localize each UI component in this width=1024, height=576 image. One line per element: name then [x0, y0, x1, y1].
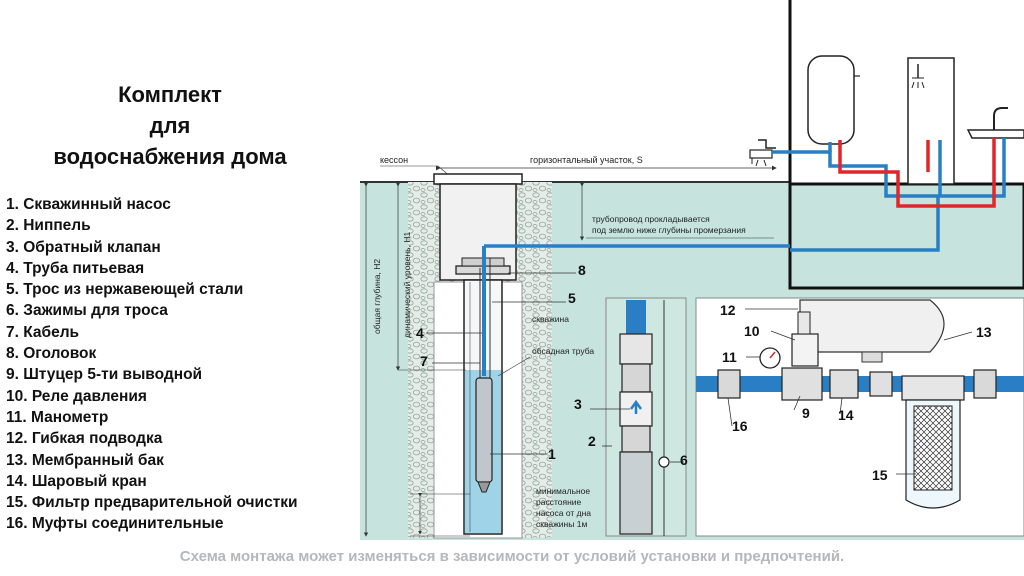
callout-7: 7 — [420, 353, 428, 369]
pipeline-note: трубопровод прокладывается под землю ниж… — [579, 182, 774, 241]
legend-item: 4. Труба питьевая — [6, 259, 145, 277]
callout-13: 13 — [976, 324, 992, 340]
legend-item: 2. Ниппель — [6, 217, 91, 235]
callout-8: 8 — [578, 262, 586, 278]
legend-item: 14. Шаровый кран — [6, 472, 147, 490]
callout-4: 4 — [416, 325, 424, 341]
callout-5: 5 — [568, 290, 576, 306]
horizontal-section-label: горизонтальный участок, S — [530, 155, 643, 165]
pump-assembly-detail — [619, 300, 670, 536]
page-title-line2: для — [149, 113, 191, 138]
page-title-line3: водоснабжения дома — [53, 144, 287, 169]
callout-9: 9 — [802, 405, 810, 421]
sink — [966, 129, 1024, 139]
min-distance-line3: насоса от дна — [536, 508, 591, 518]
legend-item: 15. Фильтр предварительной очистки — [6, 494, 298, 512]
legend-item: 16. Муфты соединительные — [6, 515, 224, 533]
callout-2: 2 — [588, 433, 596, 449]
min-distance-line1: минимальное — [536, 486, 590, 496]
membrane-tank-detail — [799, 299, 945, 353]
depth-dimensions: общая глубина, H2 динамический уровень, … — [363, 182, 470, 537]
callout-leaders — [426, 272, 973, 475]
legend-item: 13. Мембранный бак — [6, 451, 164, 469]
footer-note: Схема монтажа может изменяться в зависим… — [179, 548, 845, 565]
legend-item: 5. Трос из нержавеющей стали — [6, 281, 244, 299]
callout-15: 15 — [872, 467, 888, 483]
garden-tap — [758, 139, 776, 149]
submersible-pump — [475, 377, 493, 493]
fittings-detail — [696, 299, 1024, 509]
callout-3: 3 — [574, 396, 582, 412]
well-label: скважина — [532, 314, 569, 324]
callout-14: 14 — [838, 407, 854, 423]
legend-item: 7. Кабель — [6, 323, 80, 341]
callout-10: 10 — [744, 323, 760, 339]
horizontal-section-dim: горизонтальный участок, S кессон — [380, 155, 777, 179]
callout-1: 1 — [548, 446, 556, 462]
caisson-label: кессон — [380, 155, 408, 165]
legend-item: 9. Штуцер 5-ти выводной — [6, 366, 203, 384]
pipeline-note-line1: трубопровод прокладывается — [592, 214, 710, 224]
water-heater — [807, 55, 855, 145]
min-distance-line4: скважины 1м — [536, 519, 587, 529]
caisson — [433, 173, 523, 185]
legend-item: 1. Скважинный насос — [6, 196, 171, 213]
legend-item: 11. Манометр — [6, 408, 109, 426]
min-distance-line2: расстояние — [536, 497, 582, 507]
component-legend: 1. Скважинный насос 2. Ниппель 3. Обратный… — [6, 194, 298, 535]
house — [749, 0, 1024, 290]
page-title-line1: Комплект — [118, 82, 222, 107]
legend-item: 8. Оголовок — [6, 345, 97, 363]
shower-cabin — [907, 57, 955, 185]
callout-6: 6 — [680, 452, 688, 468]
pipeline-note-line2: под землю ниже глубины промерзания — [592, 225, 746, 235]
total-depth-label: общая глубина, H2 — [372, 259, 382, 334]
callout-11: 11 — [722, 349, 737, 365]
legend-item: 6. Зажимы для троса — [6, 302, 168, 320]
legend-item: 12. Гибкая подводка — [6, 430, 163, 448]
casing-label: обсадная труба — [532, 346, 594, 356]
prefilter-detail — [901, 375, 965, 401]
dynamic-level-label: динамический уровень, H1 — [402, 232, 412, 338]
legend-item: 3. Обратный клапан — [6, 238, 161, 256]
legend-item: 10. Реле давления — [6, 387, 147, 405]
callout-12: 12 — [720, 302, 736, 318]
callout-16: 16 — [732, 418, 748, 434]
house-plumbing — [772, 138, 1006, 252]
